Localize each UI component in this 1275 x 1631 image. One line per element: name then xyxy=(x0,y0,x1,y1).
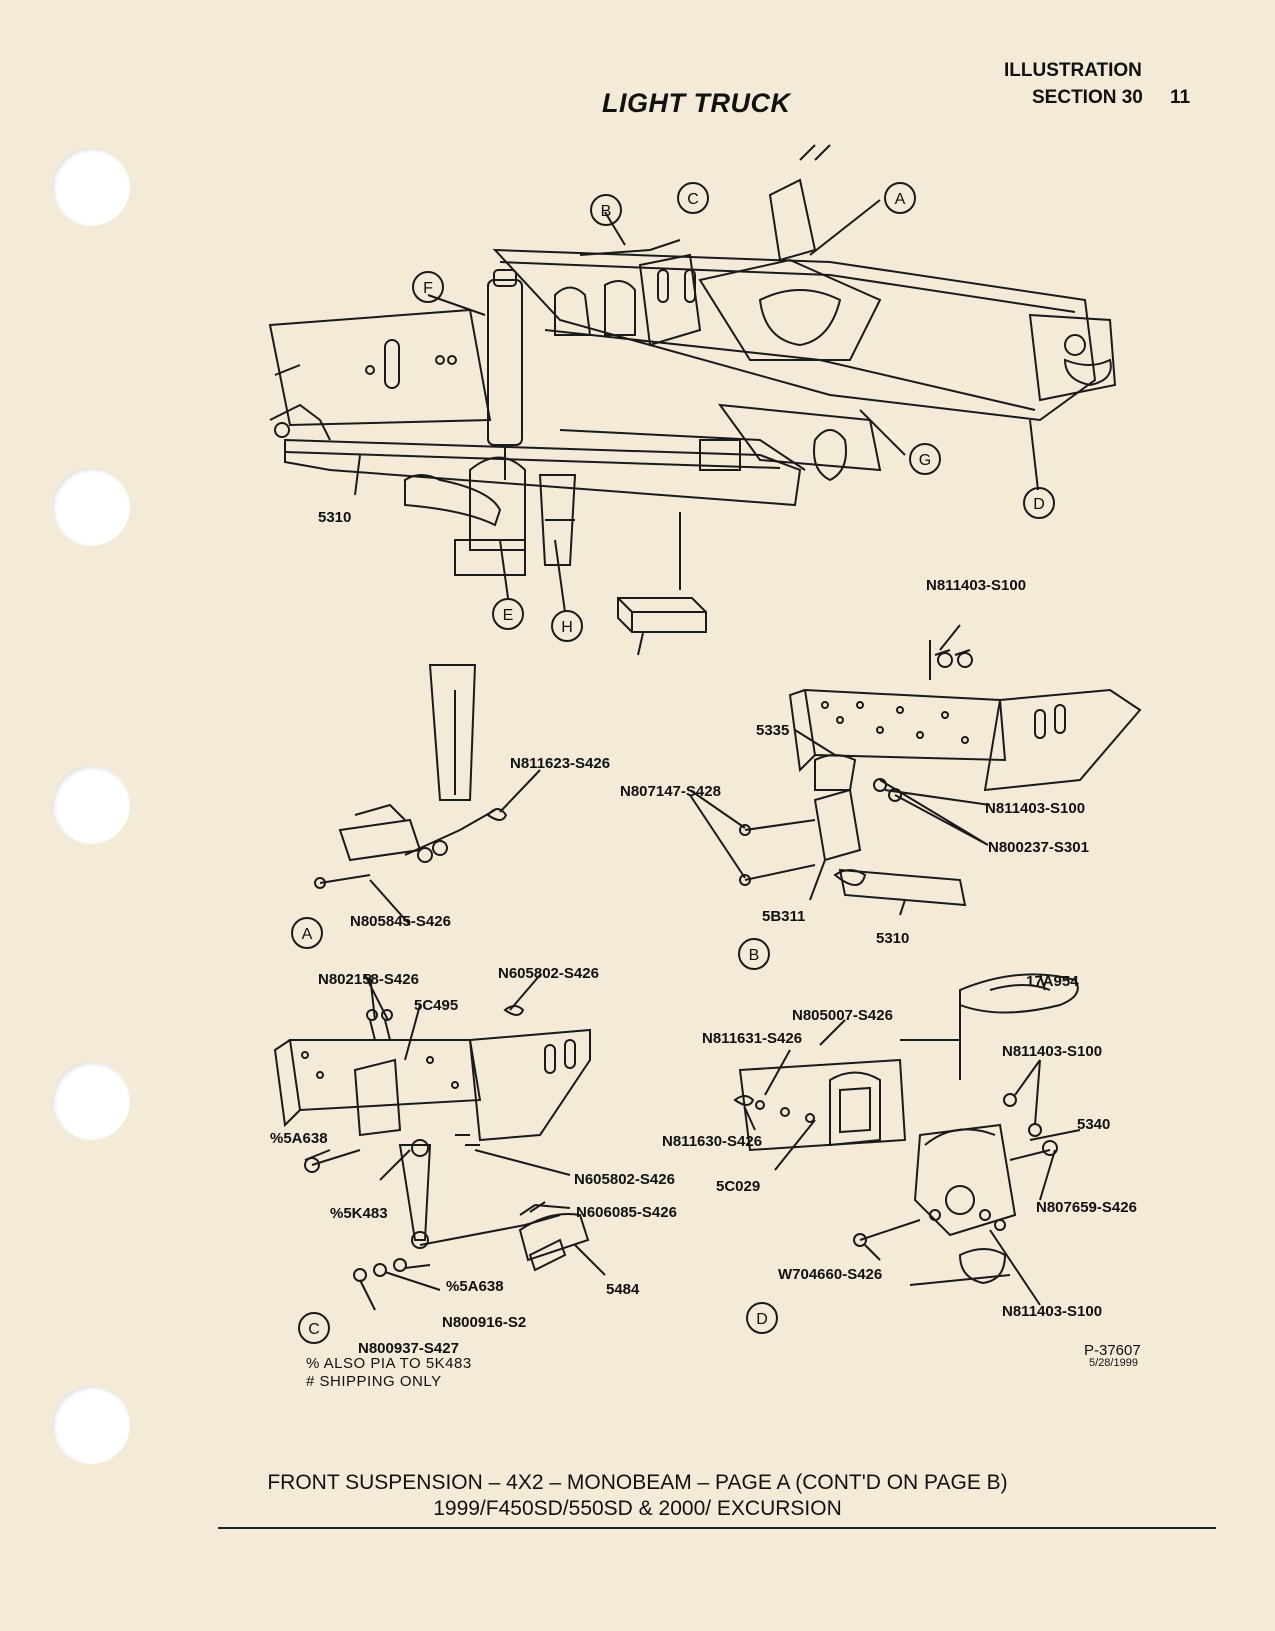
header-section: SECTION 30 xyxy=(1032,87,1143,108)
part-label-n807659: N807659-S426 xyxy=(1036,1199,1137,1216)
part-label-5b311: 5B311 xyxy=(762,908,805,925)
callout-circle-g xyxy=(909,443,941,475)
part-label-n811623: N811623-S426 xyxy=(510,755,610,772)
part-label-n807147: N807147-S428 xyxy=(620,783,721,800)
part-label-n811403-a: N811403-S100 xyxy=(1002,1043,1102,1060)
caption-line-2: 1999/F450SD/550SD & 2000/ EXCURSION xyxy=(433,1497,842,1520)
part-label-n800937: N800937-S427 xyxy=(358,1340,459,1357)
binder-hole xyxy=(52,1062,130,1140)
detail-b-drawing xyxy=(689,624,1142,916)
detail-a-drawing xyxy=(314,664,541,926)
callout-label-e: E xyxy=(503,607,514,624)
callout-circle-b xyxy=(590,194,622,226)
part-label-n606085: N606085-S426 xyxy=(576,1204,677,1221)
note-also-pia: % ALSO PIA TO 5K483 xyxy=(306,1355,472,1372)
part-label-n805845: N805845-S426 xyxy=(350,913,451,930)
part-label-n811403-mid: N811403-S100 xyxy=(985,800,1085,817)
binder-hole xyxy=(52,148,130,226)
callout-circle-c xyxy=(677,182,709,214)
part-label-n802158: N802158-S426 xyxy=(318,971,419,988)
callout-label-h: H xyxy=(561,619,573,636)
part-label-n811630: N811630-S426 xyxy=(662,1133,762,1150)
part-label-5a638-top: %5A638 xyxy=(270,1130,328,1147)
binder-hole xyxy=(52,1386,130,1464)
callout-circle-e xyxy=(492,598,524,630)
callout-label-d: D xyxy=(1033,496,1045,513)
figure-number: P-37607 xyxy=(1084,1342,1141,1359)
callout-circle-d xyxy=(1023,487,1055,519)
detail-circle-a xyxy=(291,917,323,949)
detail-circle-b xyxy=(738,938,770,970)
part-label-5335: 5335 xyxy=(756,722,789,739)
part-label-n811403-top: N811403-S100 xyxy=(926,577,1026,594)
part-label-w704660: W704660-S426 xyxy=(778,1266,882,1283)
part-label-5a638-bot: %5A638 xyxy=(446,1278,504,1295)
callout-label-f: F xyxy=(423,280,433,297)
detail-label-a: A xyxy=(302,926,313,943)
binder-hole xyxy=(52,766,130,844)
callout-label-b: B xyxy=(601,203,612,220)
bottom-rule xyxy=(218,1527,1216,1529)
part-label-5484: 5484 xyxy=(606,1281,640,1298)
detail-label-d: D xyxy=(756,1311,768,1328)
header-label: ILLUSTRATION xyxy=(1004,60,1142,81)
callout-label-c: C xyxy=(687,191,699,208)
part-label-5310-main: 5310 xyxy=(318,509,351,526)
detail-label-c: C xyxy=(308,1321,320,1338)
note-shipping-only: # SHIPPING ONLY xyxy=(306,1373,442,1390)
callout-label-g: G xyxy=(919,452,931,469)
callout-label-a: A xyxy=(895,191,906,208)
caption-line-1: FRONT SUSPENSION – 4X2 – MONOBEAM – PAGE… xyxy=(267,1471,1008,1494)
detail-circle-c xyxy=(298,1312,330,1344)
detail-c-drawing xyxy=(273,974,606,1311)
part-label-n800237: N800237-S301 xyxy=(988,839,1089,856)
detail-d-drawing xyxy=(733,973,1081,1306)
main-assembly-drawing xyxy=(268,144,1117,656)
detail-circle-d xyxy=(746,1302,778,1334)
part-label-5310-detail: 5310 xyxy=(876,930,909,947)
header-page-number: 11 xyxy=(1170,87,1191,108)
callout-circle-a xyxy=(884,182,916,214)
part-label-n605802-top: N605802-S426 xyxy=(498,965,599,982)
part-label-n811631: N811631-S426 xyxy=(702,1030,802,1047)
detail-label-b: B xyxy=(749,947,760,964)
page-title: LIGHT TRUCK xyxy=(602,88,791,118)
callout-circle-h xyxy=(551,610,583,642)
figure-date: 5/28/1999 xyxy=(1089,1357,1138,1369)
binder-hole xyxy=(52,468,130,546)
part-label-n605802-bot: N605802-S426 xyxy=(574,1171,675,1188)
part-label-5c029: 5C029 xyxy=(716,1178,760,1195)
part-label-n811403-b: N811403-S100 xyxy=(1002,1303,1102,1320)
part-label-5340: 5340 xyxy=(1077,1116,1110,1133)
part-label-17a954: 17A954 xyxy=(1026,973,1079,990)
part-label-5k483: %5K483 xyxy=(330,1205,388,1222)
callout-circle-f xyxy=(412,271,444,303)
part-label-n800916: N800916-S2 xyxy=(442,1314,526,1331)
part-label-n805007: N805007-S426 xyxy=(792,1007,893,1024)
part-label-5c495: 5C495 xyxy=(414,997,458,1014)
